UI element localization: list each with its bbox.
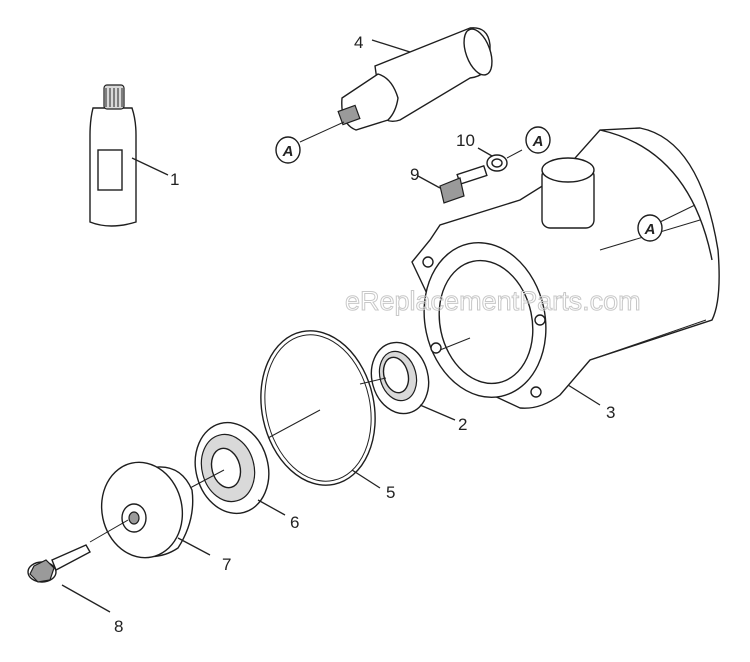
- callout-5: 5: [386, 483, 395, 502]
- callout-8: 8: [114, 617, 123, 636]
- part-7-pulley: [89, 461, 211, 559]
- callout-2: 2: [458, 415, 467, 434]
- callout-9: 9: [410, 165, 419, 184]
- svg-text:A: A: [282, 143, 294, 160]
- callout-3: 3: [606, 403, 615, 422]
- callout-6: 6: [290, 513, 299, 532]
- callout-4: 4: [354, 33, 363, 52]
- callout-10: 10: [456, 131, 475, 150]
- svg-text:A: A: [644, 221, 656, 238]
- callout-1: 1: [170, 170, 179, 189]
- part-1-oil-bottle: [89, 84, 169, 227]
- part-5-o-ring: [260, 330, 381, 489]
- reference-mark-a-1: A: [275, 136, 301, 164]
- part-2-seal: [359, 341, 456, 421]
- reference-mark-a-3: A: [637, 214, 663, 242]
- callout-7: 7: [222, 555, 231, 574]
- part-10-washer: [477, 147, 523, 172]
- part-6-bearing: [189, 421, 286, 516]
- reference-mark-a-2: A: [525, 126, 551, 154]
- watermark: eReplacementParts.com: [345, 286, 641, 316]
- part-8-bolt: [27, 544, 111, 613]
- part-9-screw: [417, 165, 488, 204]
- svg-text:A: A: [532, 133, 544, 150]
- part-3-housing: [411, 127, 720, 409]
- part-4-sleeve: [299, 27, 493, 143]
